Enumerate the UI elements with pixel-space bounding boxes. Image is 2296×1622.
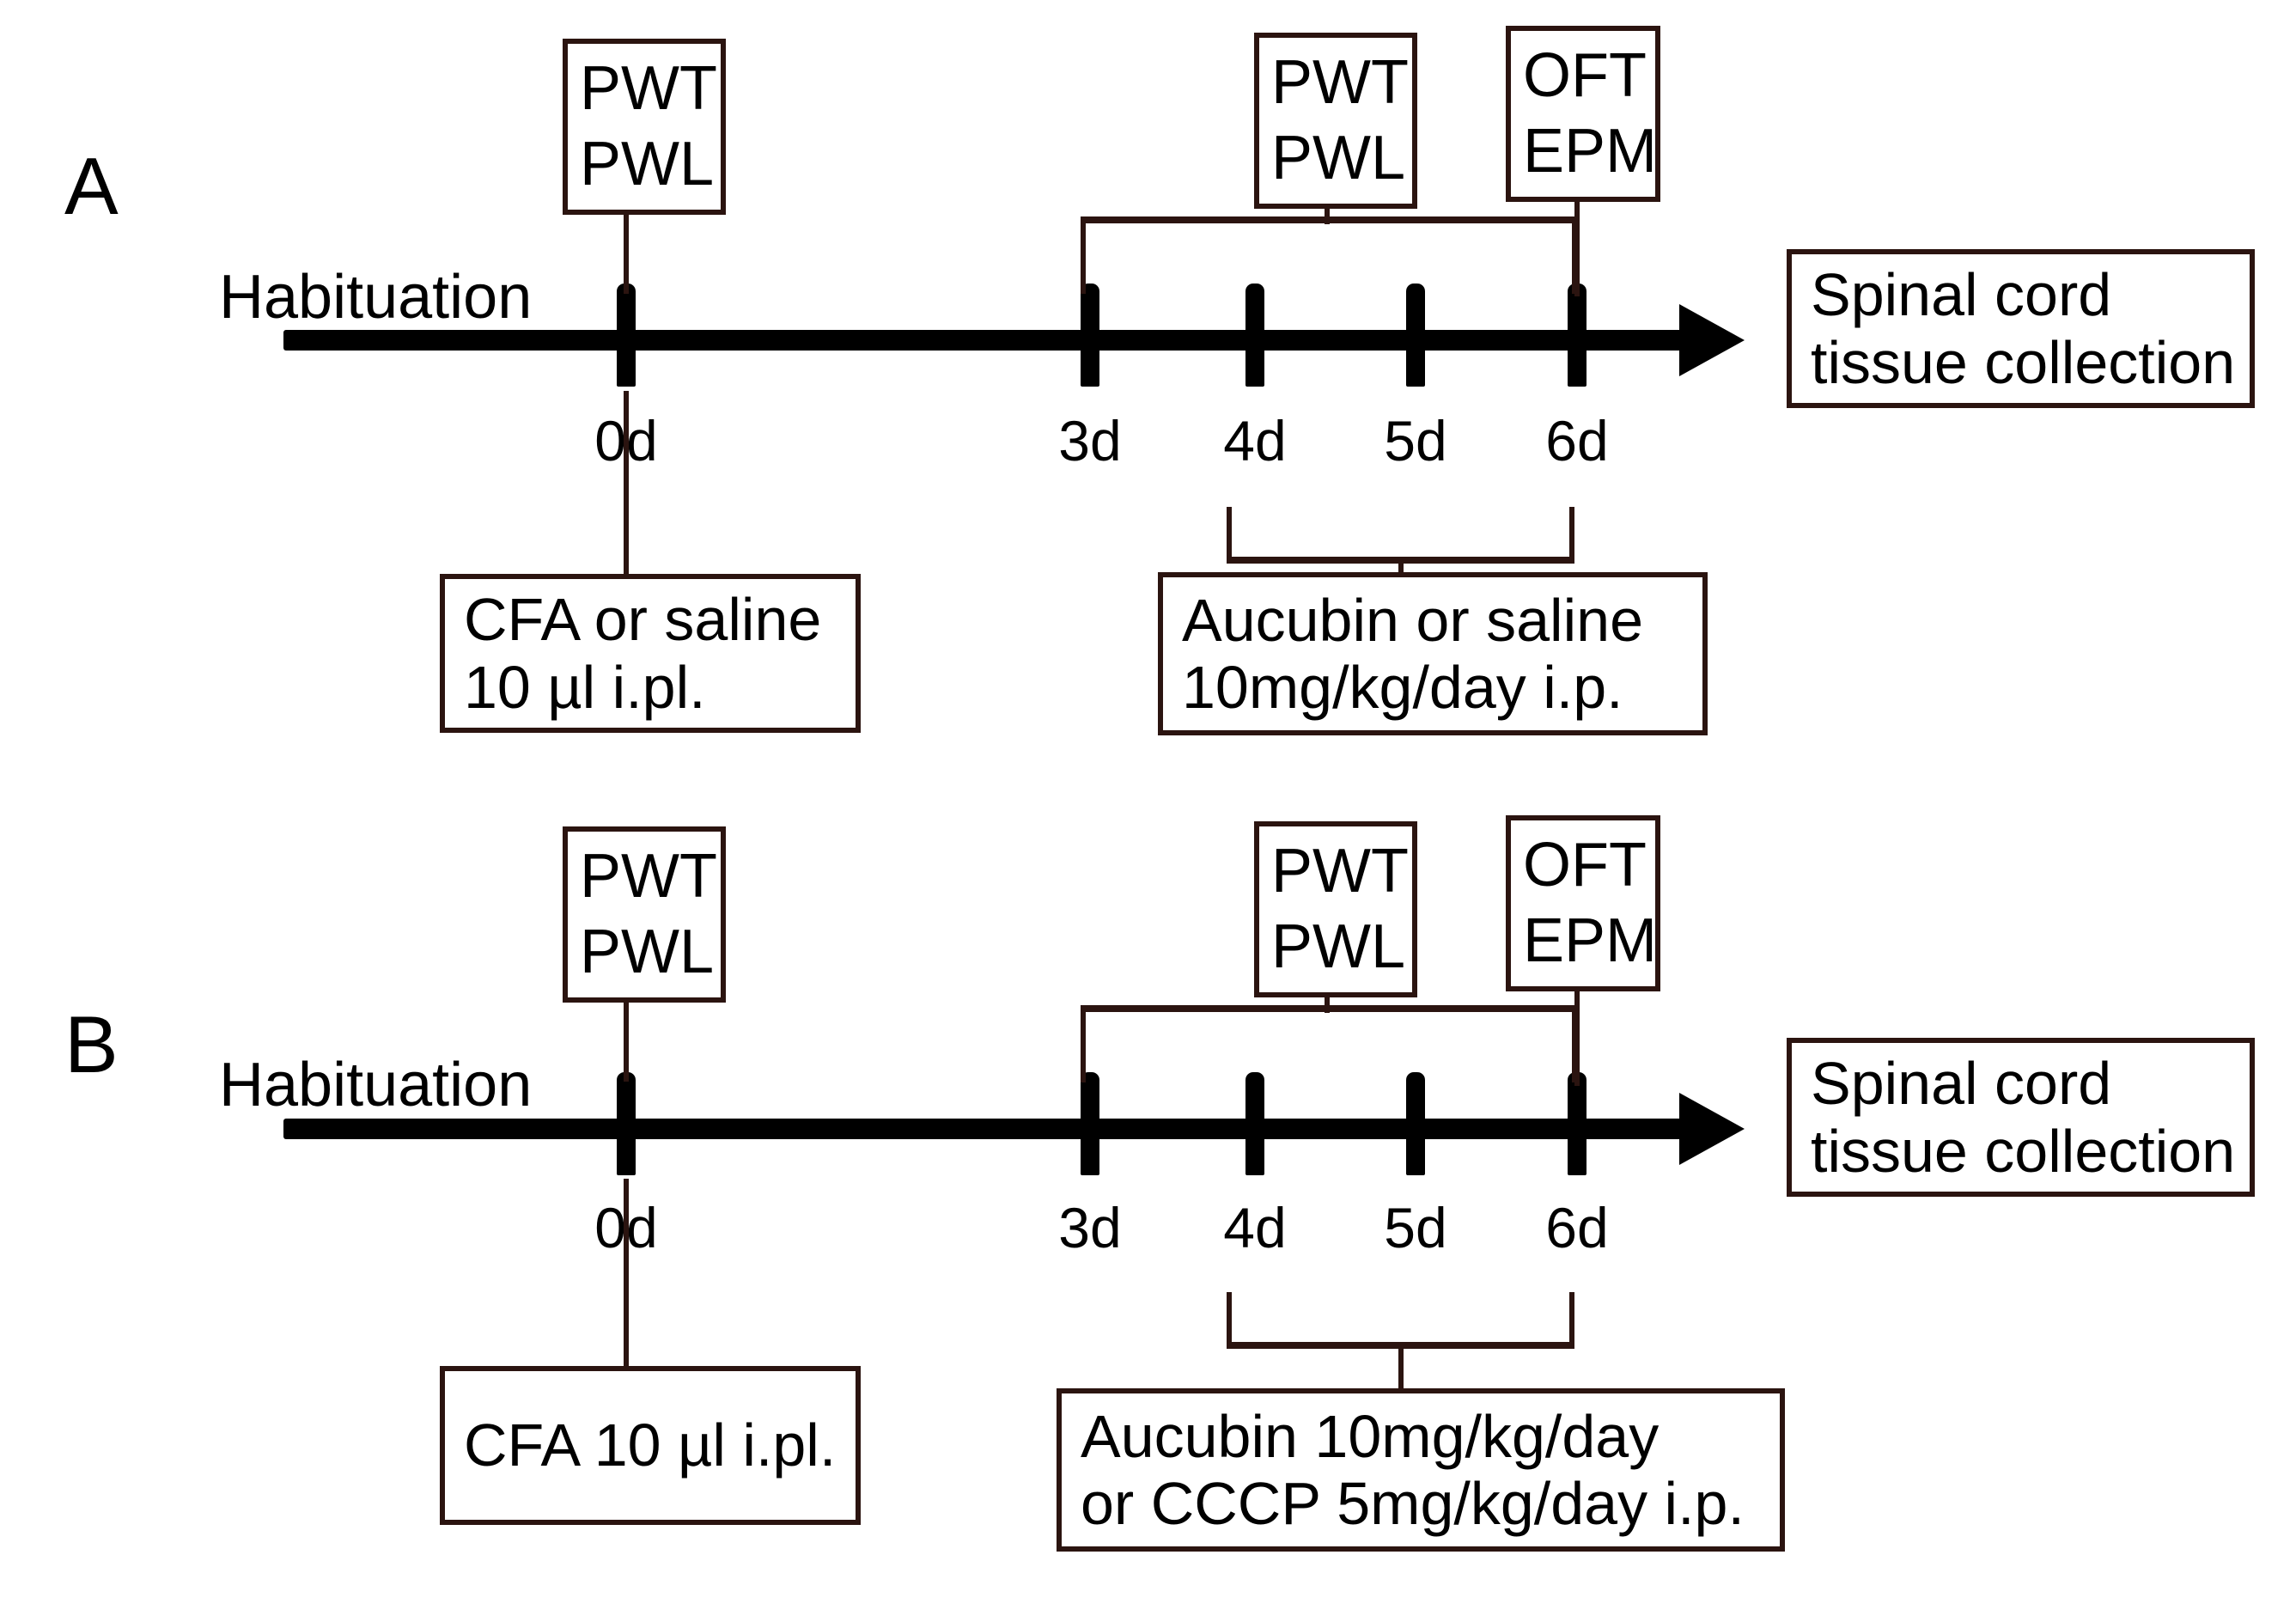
panel-a-treatment-box-line2: 10mg/kg/day i.p.	[1182, 654, 1623, 721]
panel-b-connector-baseline	[624, 1003, 629, 1082]
panel-b-letter: B	[64, 999, 119, 1089]
panel-b-day-label-5d: 5d	[1384, 1196, 1447, 1259]
panel-a-day-label-5d: 5d	[1384, 409, 1447, 473]
panel-b-test-box-behavior: PWT PWL	[1254, 821, 1417, 997]
panel-b-tick-6d	[1568, 1072, 1586, 1175]
panel-b-tick-0d	[617, 1072, 636, 1175]
panel-b-test-box-baseline-line1: PWT	[580, 841, 717, 911]
panel-a-tick-0d	[617, 284, 636, 387]
panel-a-test-box-behavior: PWT PWL	[1254, 33, 1417, 209]
panel-b-tick-4d	[1245, 1072, 1264, 1175]
panel-b-connector-treatment	[1398, 1344, 1404, 1390]
panel-a-connector-behavior	[1325, 209, 1330, 224]
panel-b-endpoint-box: Spinal cord tissue collection	[1787, 1038, 2255, 1197]
panel-a-day-label-6d: 6d	[1545, 409, 1609, 473]
panel-b-test-box-anxiety-line1: OFT	[1523, 830, 1647, 899]
panel-a-test-box-anxiety-line2: EPM	[1523, 116, 1658, 186]
panel-b-treatment-box-line2: or CCCP 5mg/kg/day i.p.	[1081, 1470, 1745, 1537]
panel-a-induction-box-line1: CFA or saline	[464, 586, 822, 654]
panel-a-connector-induction	[624, 391, 629, 576]
panel-a-endpoint-box-line2: tissue collection	[1811, 328, 2236, 396]
panel-a-tick-3d	[1081, 284, 1099, 387]
panel-a-induction-box: CFA or saline 10 µl i.pl.	[440, 574, 861, 733]
panel-a-tick-5d	[1406, 284, 1425, 387]
panel-b-test-box-baseline-line2: PWL	[580, 917, 715, 986]
panel-b-test-box-behavior-line1: PWT	[1271, 836, 1409, 906]
panel-a-connector-baseline	[624, 215, 629, 294]
panel-a-treatment-bracket	[1227, 507, 1574, 564]
panel-a-test-box-behavior-line2: PWL	[1271, 123, 1406, 192]
panel-b-day-label-3d: 3d	[1058, 1196, 1122, 1259]
panel-b-connector-behavior	[1325, 997, 1330, 1013]
panel-b-treatment-box-line1: Aucubin 10mg/kg/day	[1081, 1402, 1660, 1470]
panel-a-treatment-box-line1: Aucubin or saline	[1182, 586, 1643, 654]
panel-b-day-label-4d: 4d	[1223, 1196, 1287, 1259]
panel-b-tick-5d	[1406, 1072, 1425, 1175]
panel-a-timeline-axis	[283, 330, 1701, 351]
panel-b-assessment-bracket	[1081, 1005, 1577, 1082]
panel-b-connector-anxiety	[1574, 991, 1580, 1086]
panel-a-tick-4d	[1245, 284, 1264, 387]
panel-b-timeline-arrowhead	[1679, 1093, 1745, 1165]
panel-b-day-label-6d: 6d	[1545, 1196, 1609, 1259]
panel-b-treatment-box: Aucubin 10mg/kg/day or CCCP 5mg/kg/day i…	[1057, 1388, 1785, 1552]
panel-a-test-box-anxiety-line1: OFT	[1523, 40, 1647, 110]
panel-a-connector-anxiety	[1574, 202, 1580, 296]
panel-a-day-label-3d: 3d	[1058, 409, 1122, 473]
panel-b-tick-3d	[1081, 1072, 1099, 1175]
panel-a-test-box-anxiety: OFT EPM	[1506, 26, 1660, 202]
panel-b-connector-induction	[624, 1179, 629, 1368]
panel-b-habituation-label: Habituation	[219, 1051, 533, 1119]
panel-a-assessment-bracket	[1081, 216, 1577, 294]
panel-a-habituation-label: Habituation	[219, 263, 533, 332]
panel-a-test-box-baseline-line2: PWL	[580, 129, 715, 198]
panel-b-endpoint-box-line1: Spinal cord	[1811, 1050, 2112, 1118]
panel-a-letter: A	[64, 141, 119, 231]
panel-a-timeline-arrowhead	[1679, 304, 1745, 376]
panel-a-endpoint-box-line1: Spinal cord	[1811, 261, 2112, 329]
panel-b: B Habituation 0d 3d 4d 5d 6d PWT PWL PWT…	[0, 811, 2296, 1622]
panel-b-timeline-axis	[283, 1119, 1701, 1139]
panel-b-test-box-anxiety: OFT EPM	[1506, 815, 1660, 991]
panel-b-induction-box-line1: CFA 10 µl i.pl.	[464, 1412, 837, 1479]
panel-b-endpoint-box-line2: tissue collection	[1811, 1117, 2236, 1185]
panel-a-day-label-4d: 4d	[1223, 409, 1287, 473]
panel-a-induction-box-line2: 10 µl i.pl.	[464, 653, 706, 721]
panel-a-endpoint-box: Spinal cord tissue collection	[1787, 249, 2255, 408]
panel-a-tick-6d	[1568, 284, 1586, 387]
panel-b-test-box-behavior-line2: PWL	[1271, 912, 1406, 981]
panel-b-induction-box: CFA 10 µl i.pl.	[440, 1366, 861, 1525]
panel-b-test-box-baseline: PWT PWL	[563, 826, 726, 1003]
panel-a: A Habituation 0d 3d 4d 5d 6d PWT PWL PWT…	[64, 26, 2255, 735]
panel-b-test-box-anxiety-line2: EPM	[1523, 906, 1658, 975]
panel-a-test-box-baseline-line1: PWT	[580, 53, 717, 123]
panel-b-treatment-bracket	[1227, 1292, 1574, 1349]
panel-a-test-box-baseline: PWT PWL	[563, 39, 726, 215]
panel-a-treatment-box: Aucubin or saline 10mg/kg/day i.p.	[1158, 572, 1708, 735]
panel-a-test-box-behavior-line1: PWT	[1271, 47, 1409, 117]
